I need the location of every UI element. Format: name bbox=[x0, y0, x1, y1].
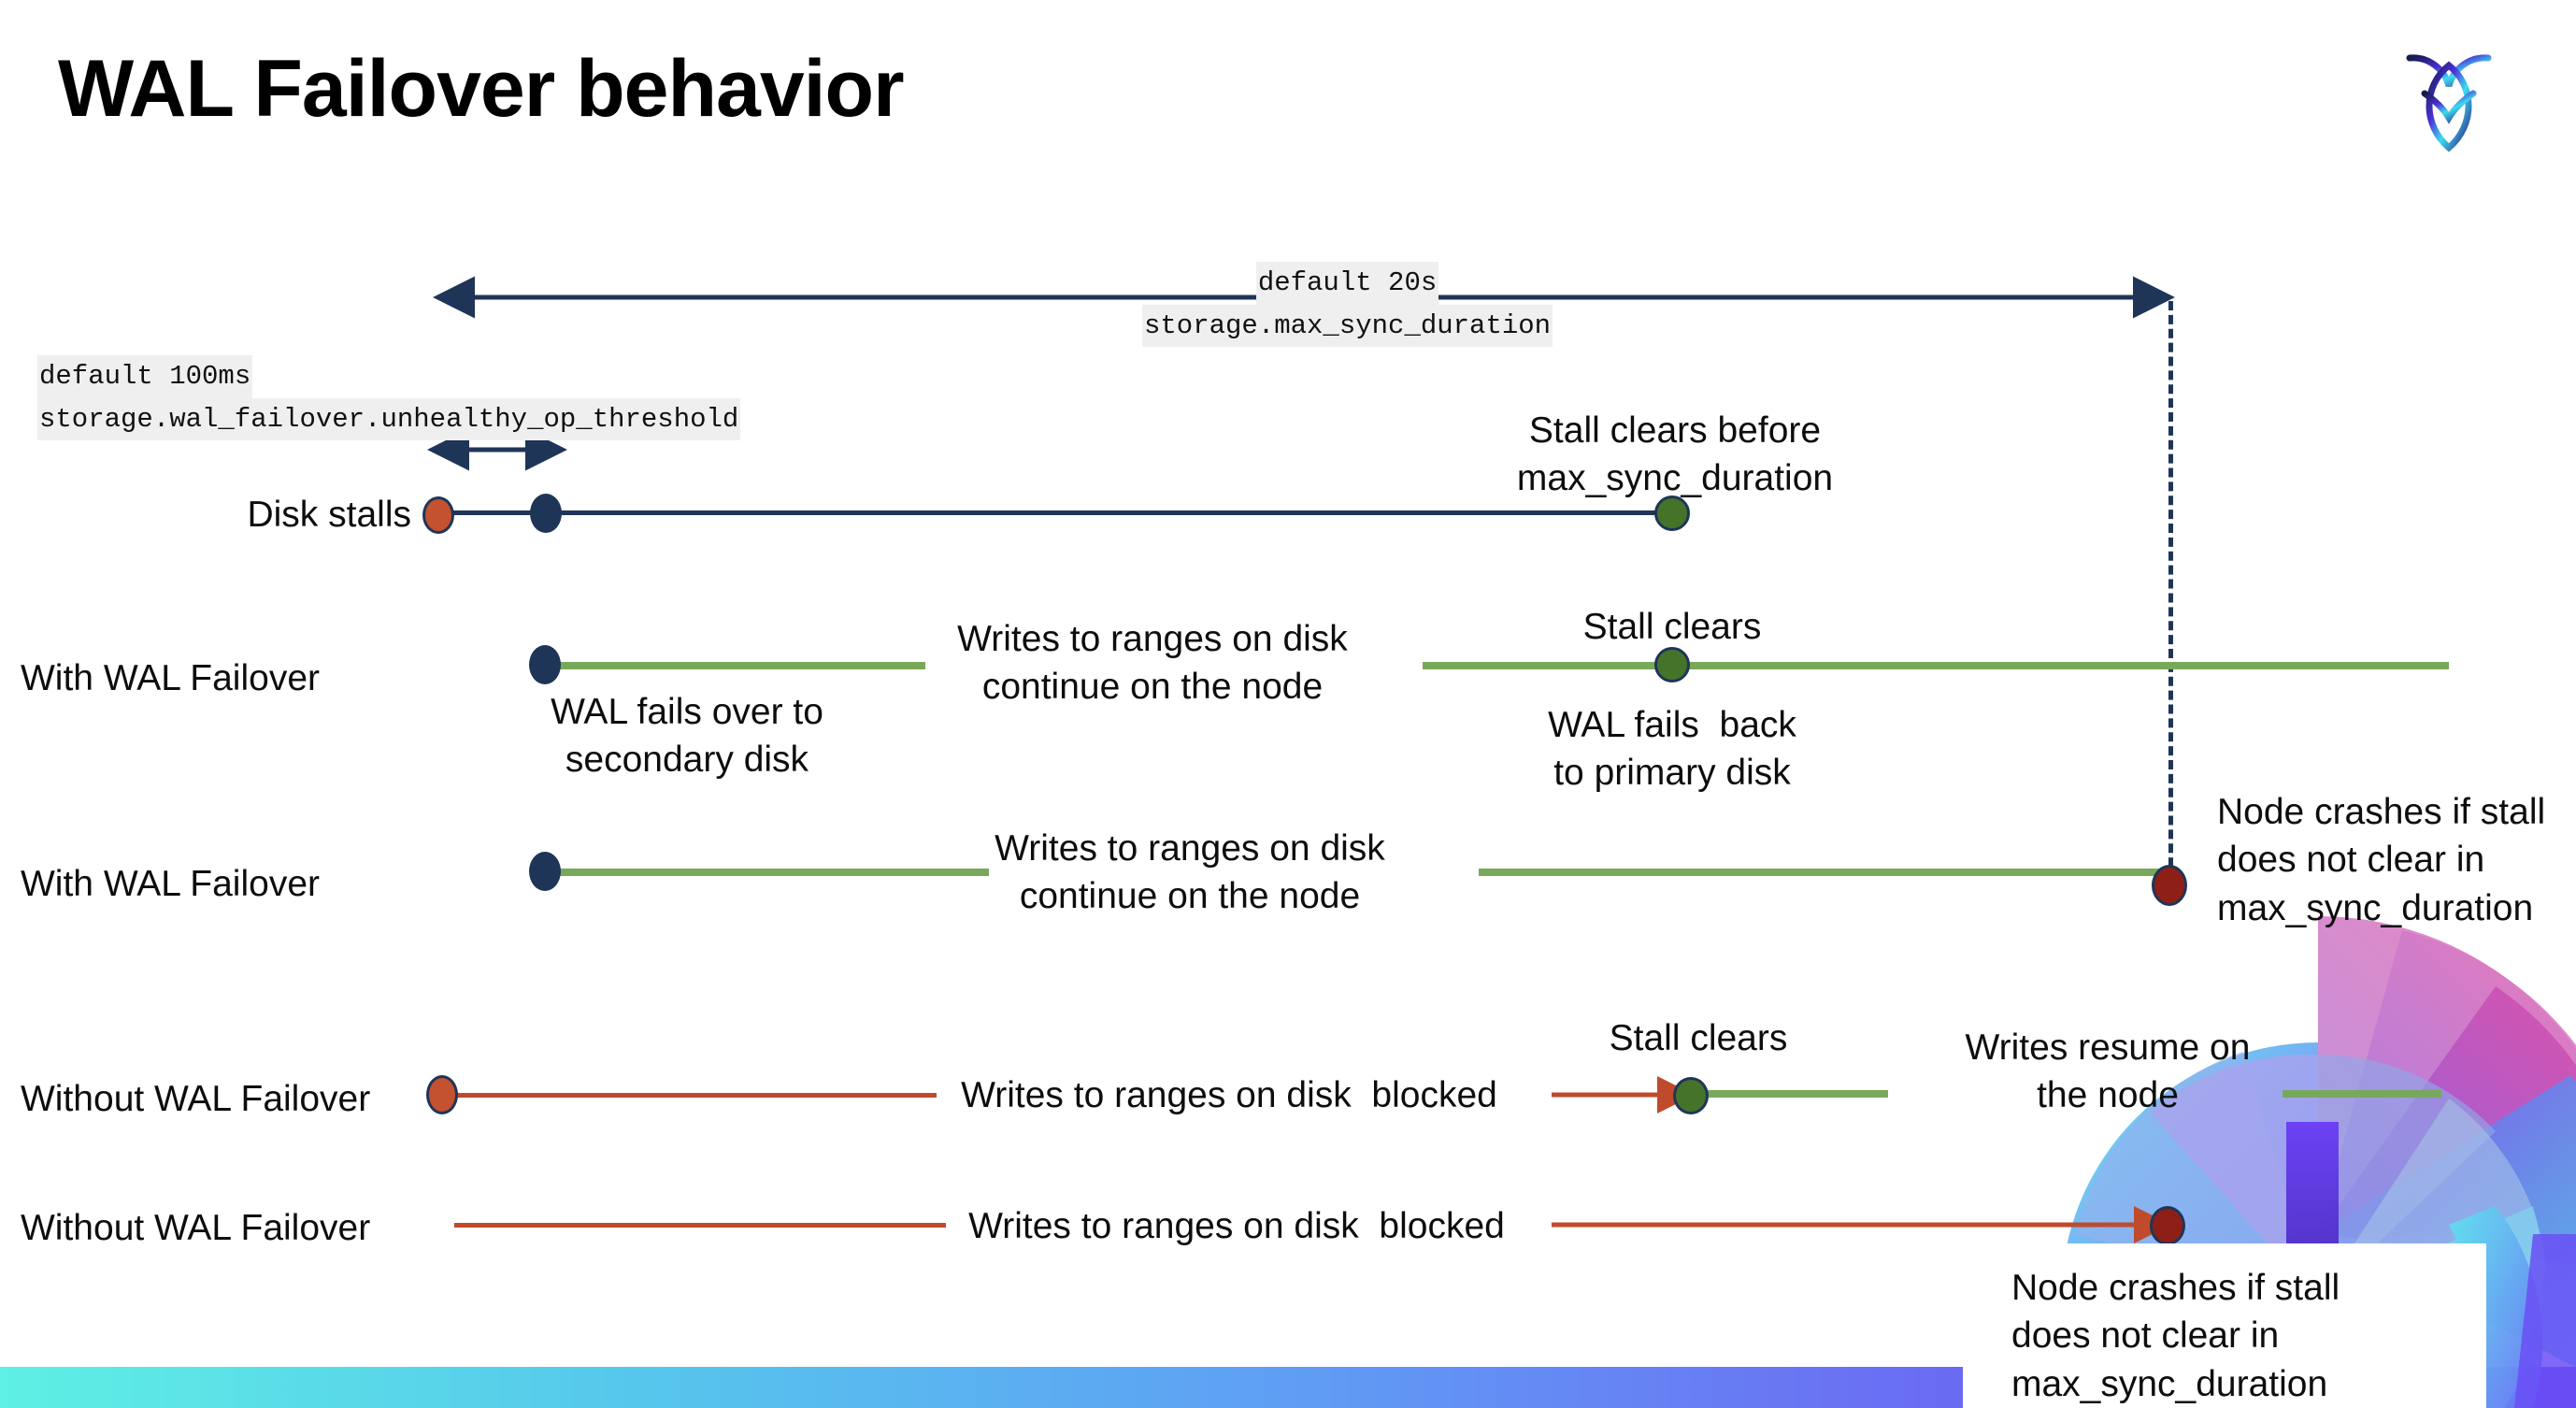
with-failover-1-clear-dot bbox=[1654, 647, 1690, 682]
with-failover-1-start-note: WAL fails over to secondary disk bbox=[551, 692, 823, 781]
without-failover-2-crash-note: Node crashes if stall does not clear in … bbox=[2011, 1268, 2340, 1404]
max-sync-default-text: default 20s bbox=[1255, 262, 1439, 305]
disk-stalls-timeline bbox=[437, 510, 1673, 515]
row-label-disk-stalls: Disk stalls bbox=[247, 495, 411, 535]
without-failover-1-blocked-line bbox=[443, 1093, 937, 1098]
without-failover-1-resume-note: Writes resume on the node bbox=[1965, 1027, 2251, 1116]
with-failover-2-mid-note: Writes to ranges on disk continue on the… bbox=[995, 828, 1385, 917]
disk-stall-start-dot bbox=[422, 496, 454, 534]
max-sync-name-text: storage.max_sync_duration bbox=[1142, 304, 1553, 347]
with-failover-2-crash-dot bbox=[2152, 865, 2187, 906]
without-failover-2-blocked-line bbox=[454, 1223, 946, 1228]
with-failover-2-segment-b bbox=[1479, 869, 2178, 876]
row-label-without-wal-failover-1: Without WAL Failover bbox=[21, 1079, 371, 1119]
with-failover-1-failback-note: WAL fails back to primary disk bbox=[1548, 705, 1796, 794]
with-failover-1-failover-dot bbox=[529, 645, 561, 684]
unhealthy-op-default-text: default 100ms bbox=[37, 355, 253, 398]
row-label-without-wal-failover-2: Without WAL Failover bbox=[21, 1208, 371, 1248]
without-failover-1-start-dot bbox=[426, 1075, 458, 1114]
with-failover-2-failover-dot bbox=[529, 852, 561, 891]
with-failover-1-segment-b bbox=[1423, 662, 2449, 669]
row-label-with-wal-failover-2: With WAL Failover bbox=[21, 864, 320, 904]
without-failover-1-mid-note: Writes to ranges on disk blocked bbox=[961, 1075, 1497, 1115]
with-failover-1-mid-note: Writes to ranges on disk continue on the… bbox=[957, 619, 1348, 708]
with-failover-1-clear-note: Stall clears bbox=[1582, 607, 1762, 647]
unhealthy-op-threshold-callout: default 100ms storage.wal_failover.unhea… bbox=[37, 355, 741, 440]
without-failover-1-clear-note: Stall clears bbox=[1609, 1018, 1788, 1058]
without-failover-2-crash-dot bbox=[2150, 1206, 2185, 1245]
with-failover-1-segment-a bbox=[542, 662, 925, 669]
with-failover-2-crash-note: Node crashes if stall does not clear in … bbox=[2217, 792, 2546, 928]
disk-stall-threshold-dot bbox=[530, 494, 562, 533]
with-failover-2-segment-a bbox=[542, 869, 989, 876]
max-sync-duration-callout: default 20s storage.max_sync_duration bbox=[1142, 262, 1553, 347]
row-label-with-wal-failover-1: With WAL Failover bbox=[21, 658, 320, 698]
bottom-caption-box bbox=[1963, 1243, 2486, 1408]
without-failover-1-resume-line-a bbox=[1701, 1090, 1888, 1098]
disk-stalls-clear-note: Stall clears before max_sync_duration bbox=[1516, 410, 1834, 499]
unhealthy-op-name-text: storage.wal_failover.unhealthy_op_thresh… bbox=[37, 397, 741, 440]
max-sync-duration-dropline bbox=[2168, 301, 2173, 881]
without-failover-1-clear-dot bbox=[1673, 1077, 1709, 1114]
disk-stall-clear-dot bbox=[1654, 496, 1690, 531]
without-failover-1-resume-line-b bbox=[2283, 1090, 2441, 1098]
cockroachdb-logo-icon bbox=[2406, 54, 2492, 152]
page-title: WAL Failover behavior bbox=[58, 44, 905, 134]
without-failover-2-mid-note: Writes to ranges on disk blocked bbox=[968, 1206, 1505, 1246]
